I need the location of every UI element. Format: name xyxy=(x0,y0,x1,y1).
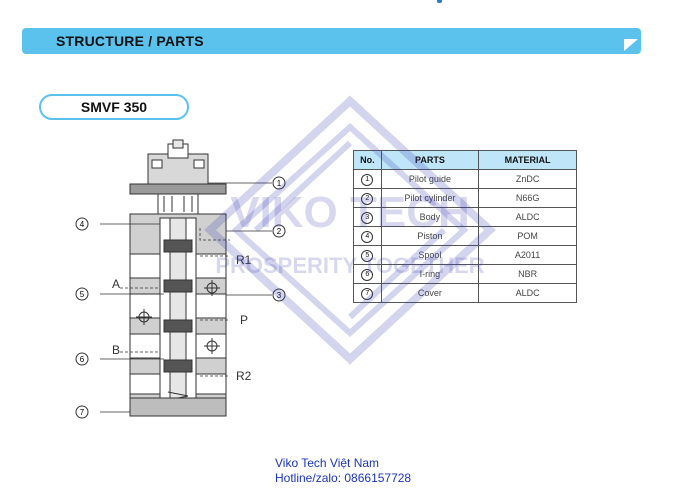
header-no: No. xyxy=(353,150,382,170)
svg-text:6: 6 xyxy=(80,355,85,364)
port-label-r2: R2 xyxy=(236,369,252,383)
table-row: 4 Piston POM xyxy=(353,226,577,246)
port-label-r1: R1 xyxy=(236,253,252,267)
part-material: A2011 xyxy=(478,245,577,265)
part-name: Piston xyxy=(380,226,480,246)
corner-fold-icon xyxy=(624,39,638,51)
svg-text:2: 2 xyxy=(277,227,282,236)
bolt-markers xyxy=(136,280,220,354)
callout-5: 5 xyxy=(75,287,89,301)
part-material: ZnDC xyxy=(478,169,577,189)
part-number: 7 xyxy=(361,287,374,300)
part-number: 5 xyxy=(361,249,374,262)
footer-hotline: Hotline/zalo: 0866157728 xyxy=(275,471,412,485)
part-material: N66G xyxy=(478,188,577,208)
header-material: MATERIAL xyxy=(478,150,577,170)
port-label-b: B xyxy=(112,343,120,357)
part-name: Pilot guide xyxy=(380,169,480,189)
part-name: Cover xyxy=(380,283,480,303)
header-parts: PARTS xyxy=(380,150,480,170)
part-name: Spool xyxy=(380,245,480,265)
table-row: 5 Spool A2011 xyxy=(353,245,577,265)
table-row: 2 Pilot cylinder N66G xyxy=(353,188,577,208)
section-title: STRUCTURE / PARTS xyxy=(56,33,204,49)
svg-text:3: 3 xyxy=(277,291,282,300)
part-name: Body xyxy=(380,207,480,227)
footer-company: Viko Tech Việt Nam xyxy=(275,456,380,470)
part-material: NBR xyxy=(478,264,577,284)
model-name: SMVF 350 xyxy=(39,94,189,120)
callout-1: 1 xyxy=(272,176,286,190)
svg-text:4: 4 xyxy=(80,220,85,229)
table-row: 1 Pilot guide ZnDC xyxy=(353,169,577,189)
part-number: 6 xyxy=(361,268,374,281)
table-row: 3 Body ALDC xyxy=(353,207,577,227)
svg-text:7: 7 xyxy=(80,408,85,417)
section-header-bar: STRUCTURE / PARTS xyxy=(22,28,641,54)
part-number: 4 xyxy=(361,230,374,243)
part-name: I-ring xyxy=(380,264,480,284)
callout-7: 7 xyxy=(75,405,89,419)
table-row: 6 I-ring NBR xyxy=(353,264,577,284)
callout-4: 4 xyxy=(75,217,89,231)
table-header-row: No. PARTS MATERIAL xyxy=(353,150,577,170)
svg-text:1: 1 xyxy=(277,179,282,188)
part-material: ALDC xyxy=(478,283,577,303)
svg-text:5: 5 xyxy=(80,290,85,299)
part-number: 1 xyxy=(361,173,374,186)
footer: Viko Tech Việt Nam Hotline/zalo: 0866157… xyxy=(275,456,411,486)
parts-table: No. PARTS MATERIAL 1 Pilot guide ZnDC 2 … xyxy=(353,150,577,303)
valve-body xyxy=(129,139,227,417)
callout-2: 2 xyxy=(272,224,286,238)
top-mark xyxy=(437,0,442,3)
callout-3: 3 xyxy=(272,288,286,302)
part-material: POM xyxy=(478,226,577,246)
part-number: 2 xyxy=(361,192,374,205)
part-name: Pilot cylinder xyxy=(380,188,480,208)
valve-diagram: 1 2 3 4 5 6 7 R1 A P B R2 xyxy=(75,139,286,419)
part-material: ALDC xyxy=(478,207,577,227)
callout-6: 6 xyxy=(75,352,89,366)
port-label-p: P xyxy=(240,313,248,327)
part-number: 3 xyxy=(361,211,374,224)
port-label-a: A xyxy=(112,277,120,291)
table-row: 7 Cover ALDC xyxy=(353,283,577,303)
